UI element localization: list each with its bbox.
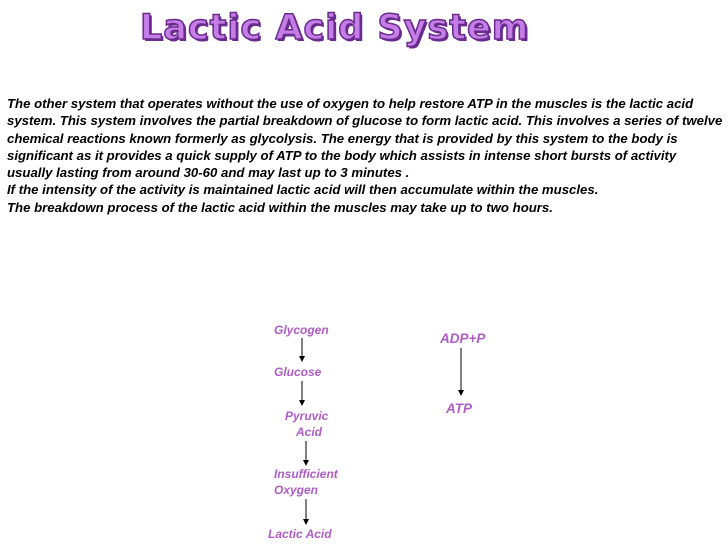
paragraph-accumulation: If the intensity of the activity is main… [7,182,599,198]
flow-lactic-acid: Lactic Acid [268,527,332,541]
flow-insufficient: Insufficient [274,467,338,481]
flow-adp-p: ADP+P [440,331,486,346]
slide-title: Lactic Acid System [139,7,530,49]
flow-atp: ATP [446,401,472,416]
paragraph-breakdown: The breakdown process of the lactic acid… [7,199,553,215]
flow-glycogen: Glycogen [274,323,329,337]
flow-glucose: Glucose [274,365,322,379]
body-text: The other system that operates without t… [7,95,723,216]
flow-oxygen: Oxygen [274,483,319,497]
paragraph-intro: The other system that operates without t… [7,96,723,181]
flow-pyruvic: Pyruvic [285,409,329,423]
flow-acid: Acid [296,425,323,439]
